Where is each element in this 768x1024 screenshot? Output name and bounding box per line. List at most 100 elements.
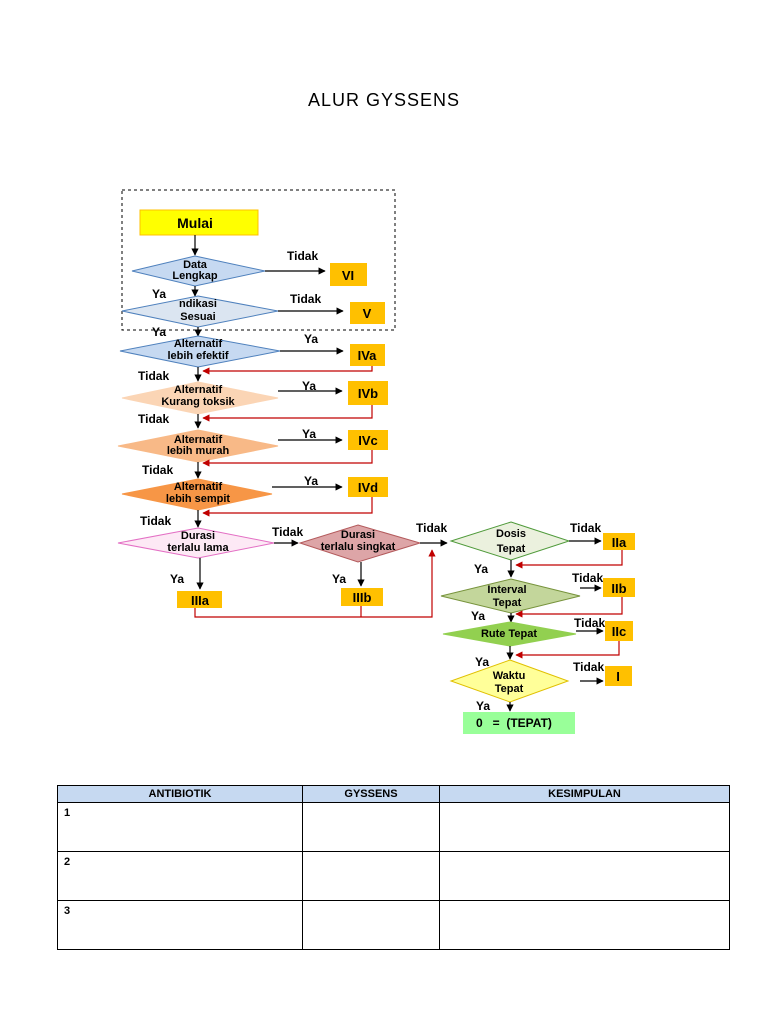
header-gyssens: GYSSENS (302, 785, 440, 803)
flow-label: IIIb (353, 590, 372, 605)
flow-label: lebih sempit (166, 493, 231, 505)
flow-label: Tidak (140, 514, 171, 528)
flow-label: Ya (170, 572, 184, 586)
result-iva (350, 344, 385, 366)
flow-label: Kurang toksik (161, 396, 235, 408)
gyssens-flowchart: Mulai Data Lengkap Tidak VI Ya ndikasi S… (117, 189, 635, 734)
result-iia (603, 533, 635, 550)
flow-label: Durasi (341, 529, 375, 541)
result-iic (605, 621, 633, 641)
header-antibiotik: ANTIBIOTIK (57, 785, 303, 803)
flow-label: IVb (358, 386, 378, 401)
flow-label: Ya (474, 562, 488, 576)
header-kesimpulan: KESIMPULAN (439, 785, 730, 803)
flow-label: Tidak (142, 463, 173, 477)
flow-arrow (515, 550, 623, 569)
result-v (350, 302, 385, 324)
result-ivd (348, 477, 388, 497)
flow-label: Interval (487, 584, 526, 596)
table-cell[interactable] (439, 900, 730, 950)
flow-arrow (202, 497, 373, 517)
flow-label: Lengkap (172, 270, 218, 282)
flow-label: Ya (471, 609, 485, 623)
table-cell[interactable]: 1 (57, 802, 303, 852)
flow-label: IIb (611, 581, 626, 596)
flow-label: Tepat (493, 597, 522, 609)
flow-label: Alternatif (174, 338, 223, 350)
flow-label: lebih efektif (167, 350, 228, 362)
result-table: ANTIBIOTIK GYSSENS KESIMPULAN 1 2 3 (57, 785, 730, 950)
table-cell[interactable]: 2 (57, 851, 303, 901)
flow-label: Alternatif (174, 434, 223, 446)
flow-label: IIa (612, 535, 627, 550)
flow-arrow (202, 450, 373, 467)
page-title: ALUR GYSSENS (307, 90, 461, 110)
flow-label: VI (342, 268, 354, 283)
flow-label: Tidak (290, 292, 321, 306)
table-cell[interactable] (302, 802, 440, 852)
table-cell[interactable] (439, 802, 730, 852)
flow-arrow (515, 597, 623, 618)
flow-arrow (202, 366, 373, 375)
flow-label: Tidak (272, 525, 303, 539)
decision-durasi-singkat (298, 524, 422, 563)
table-row: 3 (57, 900, 730, 950)
table-cell[interactable]: 3 (57, 900, 303, 950)
flow-label: Sesuai (180, 311, 215, 323)
flow-label: Tidak (416, 521, 447, 535)
flow-label: IVa (358, 348, 378, 363)
flow-label: Tidak (138, 369, 169, 383)
flow-label: Tepat (495, 683, 524, 695)
flow-label: Tidak (574, 616, 605, 630)
flow-label: terlalu lama (167, 542, 229, 554)
flow-label: Tidak (573, 660, 604, 674)
decision-durasi-lama (117, 527, 275, 559)
final-label: 0 = (TEPAT) (476, 716, 552, 730)
flow-label: Ya (302, 379, 316, 393)
result-iib (603, 578, 635, 597)
result-i (605, 666, 632, 686)
table-cell[interactable] (439, 851, 730, 901)
result-ivb (348, 381, 388, 405)
flow-label: IIIa (191, 593, 210, 608)
flow-label: Tidak (570, 521, 601, 535)
flow-label: terlalu singkat (321, 541, 396, 553)
flow-label: lebih murah (167, 445, 230, 457)
flow-label: Tepat (497, 543, 526, 555)
flow-label: Ya (332, 572, 346, 586)
result-iiib (341, 588, 383, 606)
flow-label: Tidak (572, 571, 603, 585)
flow-arrow (202, 405, 373, 422)
flow-label: Waktu (493, 670, 526, 682)
flow-label: IIc (612, 624, 626, 639)
flow-label: Tidak (287, 249, 318, 263)
flow-arrow (194, 549, 436, 618)
flow-label: Ya (304, 332, 318, 346)
table-cell[interactable] (302, 900, 440, 950)
result-ivc (348, 430, 388, 450)
flow-label: Ya (475, 655, 489, 669)
flow-label: ndikasi (179, 298, 217, 310)
flow-arrow (515, 641, 620, 659)
flow-label: IVd (358, 480, 378, 495)
result-vi (330, 263, 367, 286)
flow-label: Alternatif (174, 481, 223, 493)
start-node (139, 209, 259, 236)
result-iiia (177, 591, 222, 608)
flow-label: Durasi (181, 530, 215, 542)
flow-label: Ya (152, 287, 166, 301)
flow-label: Tidak (138, 412, 169, 426)
flow-label: Ya (302, 427, 316, 441)
flow-label: Ya (476, 699, 490, 713)
flow-label: I (616, 669, 620, 684)
start-label: Mulai (177, 215, 213, 231)
table-row: 2 (57, 851, 730, 901)
flow-label: Dosis (496, 528, 526, 540)
flow-label: V (363, 306, 372, 321)
flow-label: Rute Tepat (481, 628, 537, 640)
table-cell[interactable] (302, 851, 440, 901)
flow-label: Ya (152, 325, 166, 339)
dashed-frame (121, 189, 396, 331)
flow-label: IVc (358, 433, 378, 448)
final-node (463, 712, 575, 734)
